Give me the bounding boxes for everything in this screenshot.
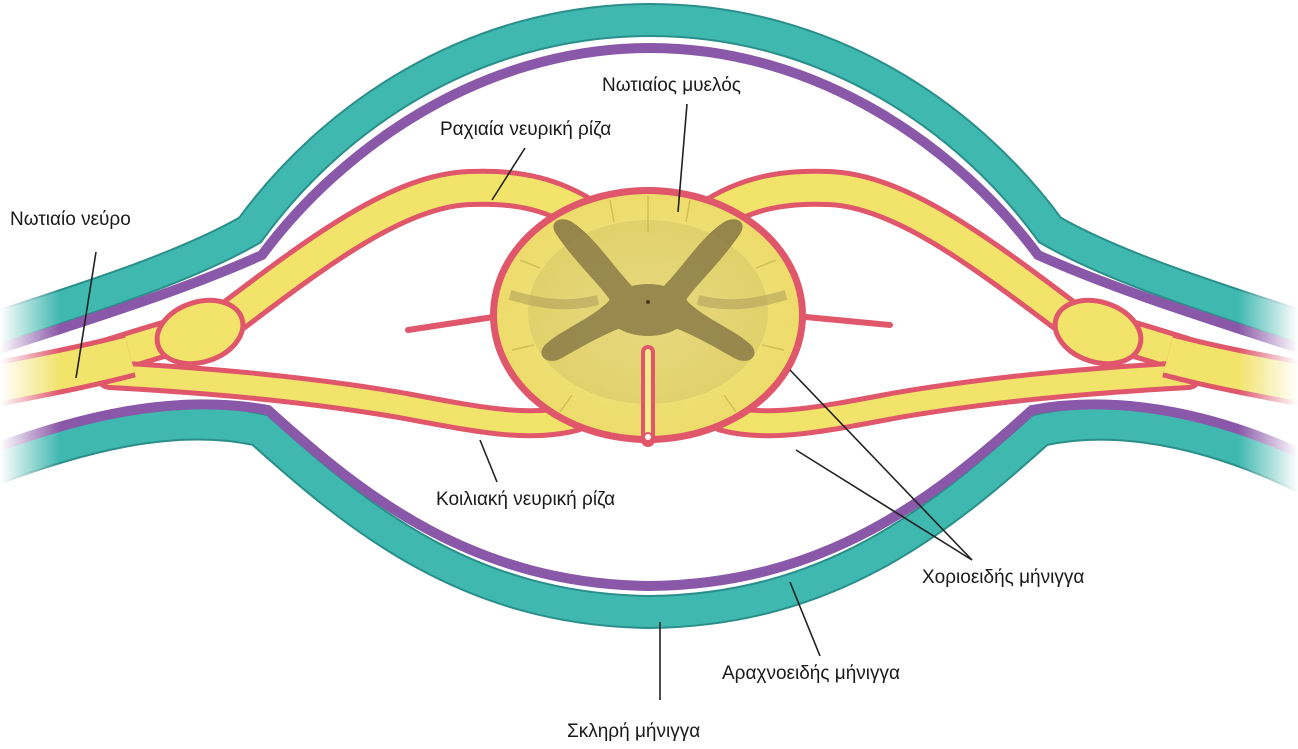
label-dura-mater: Σκληρή μήνιγγα: [567, 722, 700, 741]
label-ventral-root: Κοιλιακή νευρική ρίζα: [436, 490, 615, 509]
spinal-cord: [490, 187, 806, 443]
edge-fade-right: [1238, 250, 1298, 550]
label-spinal-cord: Νωτιαίος μυελός: [602, 76, 741, 95]
label-pia-mater: Χοριοειδής μήνιγγα: [922, 568, 1084, 587]
leader-ventral-root: [480, 440, 497, 482]
label-arachnoid-mater: Αραχνοειδής μήνιγγα: [722, 664, 900, 683]
label-dorsal-root: Ραχιαία νευρική ρίζα: [440, 120, 611, 139]
edge-fade-left: [0, 250, 60, 530]
label-spinal-nerve: Νωτιαίο νεύρο: [10, 210, 131, 229]
